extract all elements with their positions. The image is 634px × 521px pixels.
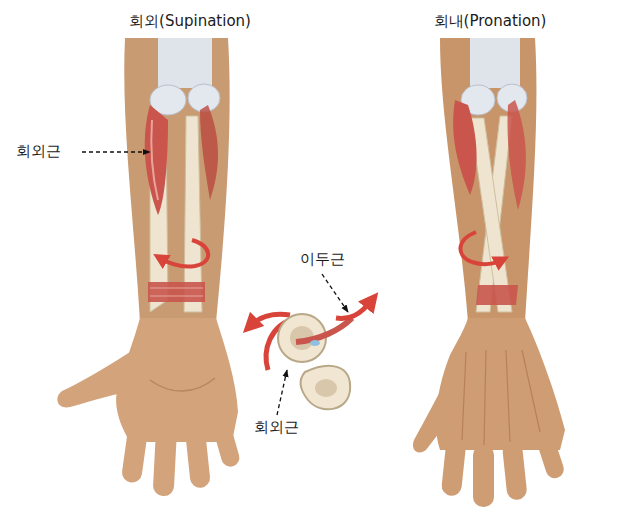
- pronated-arm-part: [440, 38, 536, 322]
- muscle-label: 회외근: [254, 418, 299, 436]
- muscle-label: 이두근: [300, 250, 345, 268]
- pronated-arm-part: [470, 38, 520, 88]
- pronated-arm: [413, 38, 566, 507]
- cross-section-part: [301, 366, 350, 410]
- leader-line: [82, 152, 348, 415]
- supinated-arm-part: [151, 120, 158, 200]
- cross-section: [250, 300, 372, 409]
- supinated-arm-part: [57, 352, 138, 407]
- pronated-arm-part: [476, 285, 518, 305]
- supinated-arm-part: [150, 378, 215, 391]
- supinated-arm-part: [158, 38, 212, 88]
- supinated-arm-part: [200, 105, 218, 200]
- cross-section-part: [296, 318, 352, 342]
- supinated-arm-part: [185, 427, 211, 489]
- cross-section-part: [315, 379, 337, 397]
- pronated-arm-part: [534, 429, 566, 480]
- leader-line-part: [322, 274, 348, 312]
- pronated-arm-part: [507, 100, 525, 210]
- cross-section-part: [336, 300, 372, 318]
- muscle-label: 회외근: [16, 142, 61, 160]
- leader-line-part: [277, 370, 287, 415]
- pronated-arm-part: [502, 441, 528, 501]
- leader-line-part: [82, 151, 150, 152]
- supinated-arm-part: [211, 418, 242, 469]
- supinated-arm-part: [124, 38, 229, 322]
- supinated-arm-part: [145, 105, 168, 215]
- supinated-arm-part: [153, 429, 177, 496]
- pronated-arm-part: [460, 232, 502, 264]
- pronated-arm-part: [473, 445, 494, 507]
- pronated-arm-part: [441, 439, 467, 497]
- view-title: 회내(Pronation): [434, 12, 547, 30]
- supinated-arm-part: [160, 240, 208, 267]
- supinated-arm-part: [150, 288, 203, 296]
- pronated-arm-part: [453, 100, 476, 195]
- supinated-arm-part: [148, 282, 205, 302]
- supinated-arm: [57, 38, 241, 496]
- cross-section-part: [310, 340, 320, 346]
- pronated-arm-part: [462, 350, 540, 445]
- supinated-arm-part: [121, 424, 149, 484]
- view-title: 회외(Supination): [129, 12, 251, 30]
- pronated-arm-part: [470, 118, 512, 312]
